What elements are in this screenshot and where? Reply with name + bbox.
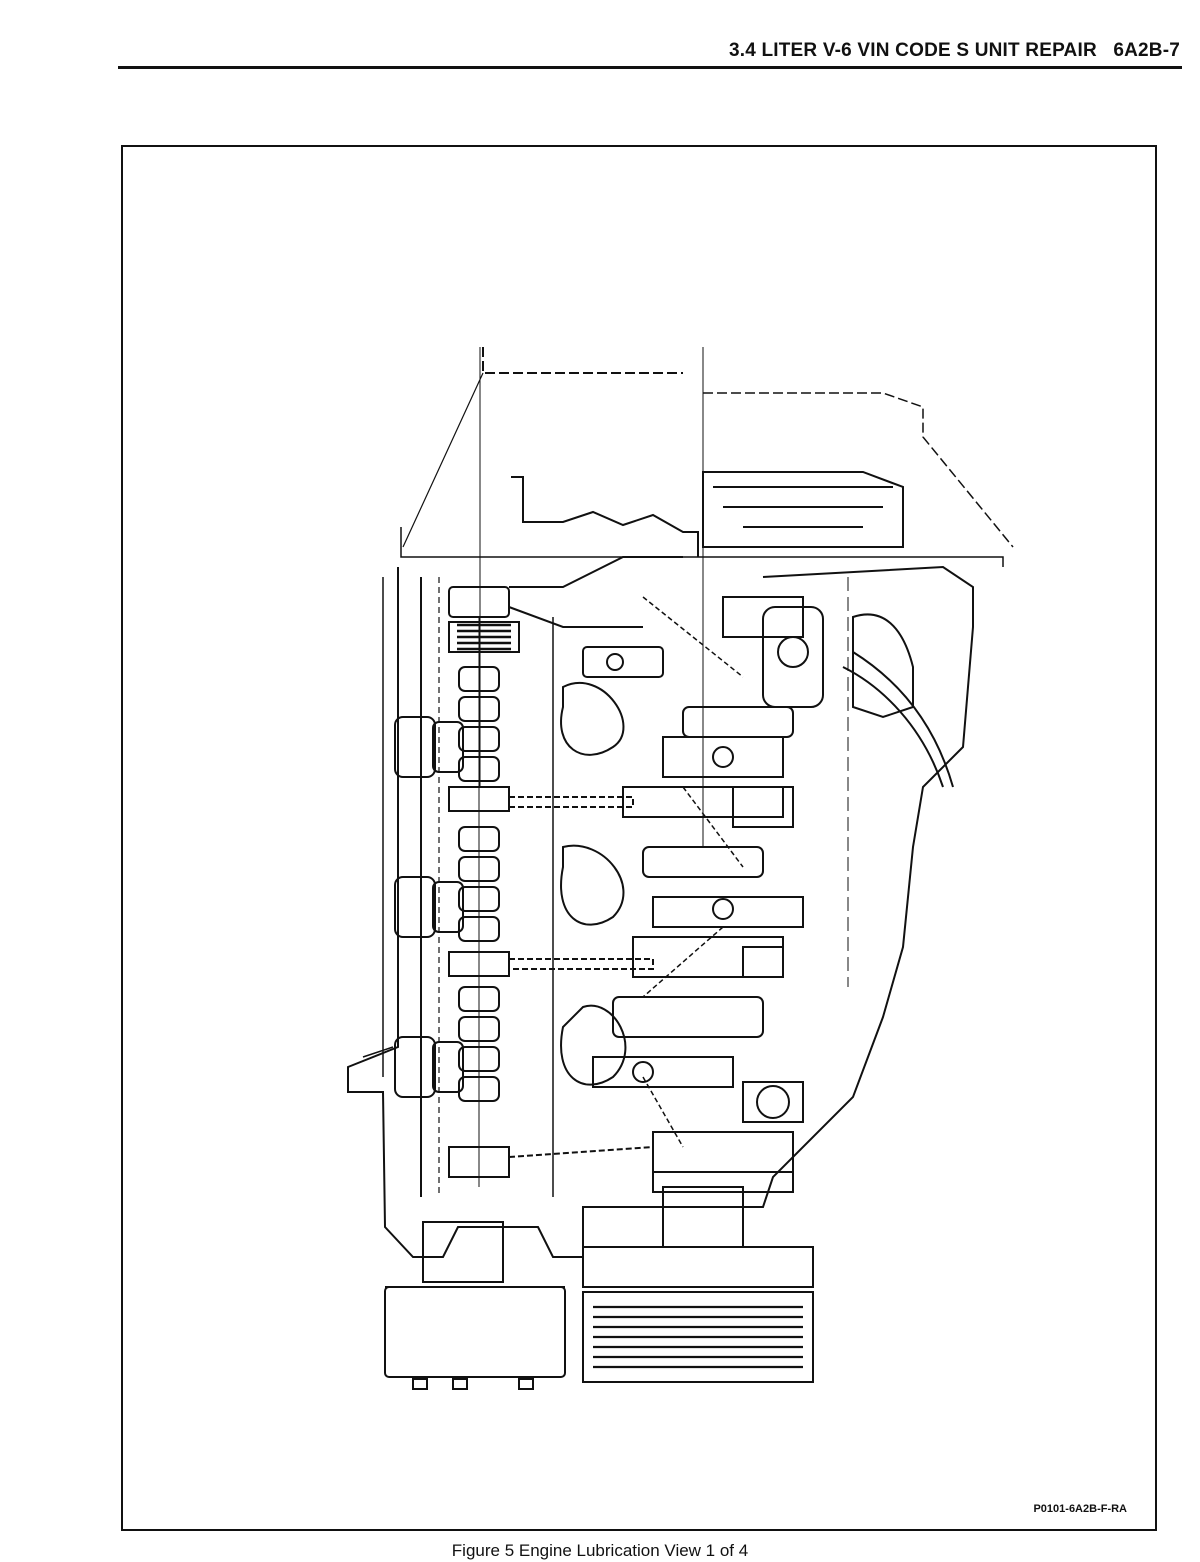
engine-lubrication-drawing (347, 347, 1014, 1390)
page-number: 6A2B-7 (1113, 40, 1180, 61)
figure-frame: P0101-6A2B-F-RA (121, 145, 1157, 1531)
running-header: 3.4 LITER V-6 VIN CODE S UNIT REPAIR 6A2… (729, 40, 1180, 62)
section-title: 3.4 LITER V-6 VIN CODE S UNIT REPAIR (728, 40, 1097, 61)
header-rule (118, 66, 1182, 69)
figure-caption: Figure 5 Engine Lubrication View 1 of 4 (451, 1541, 749, 1560)
figure-code: P0101-6A2B-F-RA (1033, 1503, 1127, 1515)
